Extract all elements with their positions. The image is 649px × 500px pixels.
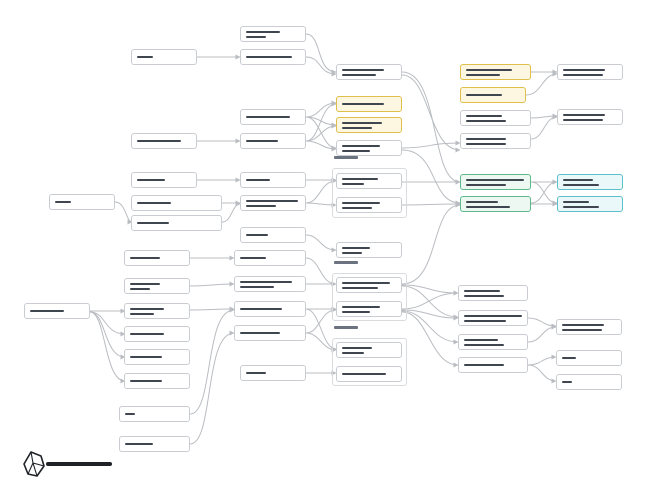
flow-node[interactable]: [234, 250, 306, 266]
flow-node[interactable]: [124, 326, 190, 342]
flow-node[interactable]: [124, 349, 190, 365]
flow-node[interactable]: [124, 303, 190, 319]
flow-node[interactable]: [124, 250, 190, 266]
flow-node[interactable]: [131, 215, 222, 231]
group-label: [334, 326, 358, 329]
flow-node[interactable]: [556, 319, 622, 335]
flow-node[interactable]: [336, 301, 402, 317]
flow-node[interactable]: [131, 133, 197, 149]
flow-node[interactable]: [458, 310, 528, 326]
node-group-3: [332, 338, 407, 386]
flow-node[interactable]: [240, 365, 306, 381]
flow-node-highlighted[interactable]: [460, 174, 531, 190]
flow-node[interactable]: [460, 110, 531, 126]
group-label: [334, 261, 358, 264]
flow-node[interactable]: [234, 325, 306, 341]
flow-node[interactable]: [124, 373, 190, 389]
flow-node-highlighted[interactable]: [336, 96, 402, 112]
flow-node[interactable]: [460, 133, 531, 149]
flow-node[interactable]: [556, 374, 622, 390]
flow-node[interactable]: [240, 133, 306, 149]
flow-node[interactable]: [336, 173, 402, 189]
group-label: [334, 156, 358, 159]
flow-node[interactable]: [240, 172, 306, 188]
flow-node[interactable]: [49, 194, 115, 210]
flow-node-highlighted[interactable]: [336, 117, 402, 133]
node-group-2: [332, 273, 407, 321]
flow-node[interactable]: [336, 140, 402, 156]
flow-node[interactable]: [131, 195, 222, 211]
node-group-1: [332, 168, 407, 218]
flow-node[interactable]: [557, 64, 623, 80]
flow-node[interactable]: [336, 342, 402, 358]
flow-node-highlighted[interactable]: [557, 196, 623, 212]
flow-node-highlighted[interactable]: [460, 64, 531, 80]
flow-node[interactable]: [234, 301, 306, 317]
flow-node[interactable]: [336, 64, 402, 80]
flow-node[interactable]: [131, 49, 197, 65]
flow-node[interactable]: [458, 334, 528, 350]
flow-node[interactable]: [119, 436, 190, 452]
flow-node-highlighted[interactable]: [557, 174, 623, 190]
flow-node-highlighted[interactable]: [460, 87, 526, 103]
rock-logo-icon: [23, 451, 45, 477]
flow-node[interactable]: [124, 278, 190, 294]
flow-node[interactable]: [458, 357, 528, 373]
brand-wordmark: [46, 462, 112, 466]
flow-node[interactable]: [24, 303, 90, 319]
flow-node[interactable]: [336, 277, 402, 293]
flow-node[interactable]: [240, 195, 306, 211]
flow-node[interactable]: [557, 109, 623, 125]
flow-node[interactable]: [240, 109, 306, 125]
flow-node[interactable]: [119, 406, 190, 422]
flow-node[interactable]: [240, 49, 306, 65]
flow-node[interactable]: [556, 350, 622, 366]
flow-node[interactable]: [131, 172, 197, 188]
flow-node[interactable]: [336, 242, 402, 258]
flow-node[interactable]: [240, 26, 306, 42]
flow-node[interactable]: [458, 285, 528, 301]
flow-node[interactable]: [240, 227, 306, 243]
flow-node-highlighted[interactable]: [460, 196, 531, 212]
flow-node[interactable]: [234, 276, 306, 292]
flow-node[interactable]: [336, 197, 402, 213]
flow-node[interactable]: [336, 366, 402, 382]
